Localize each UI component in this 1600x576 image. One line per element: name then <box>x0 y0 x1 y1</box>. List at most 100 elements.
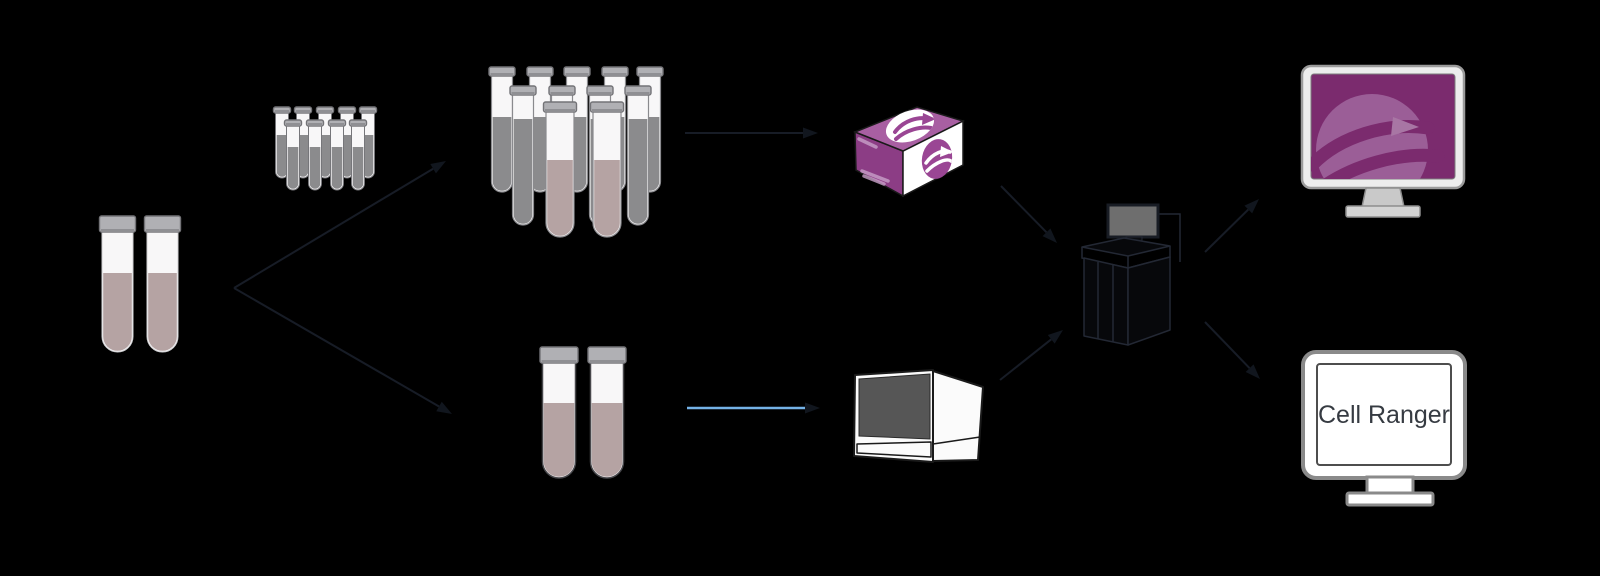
tube-liquid <box>547 160 573 236</box>
instrument-side <box>1127 256 1171 346</box>
tube <box>348 119 368 191</box>
tube-cap-lip <box>330 123 344 127</box>
tube <box>509 85 537 226</box>
monitor-screen <box>1316 363 1452 466</box>
arrow-head <box>1042 228 1057 243</box>
flow-arrows <box>233 127 1260 414</box>
arrow-line <box>233 287 440 408</box>
loupe-logo <box>1311 94 1445 179</box>
tube-cap-lip <box>541 360 577 364</box>
arrow-head <box>803 127 818 139</box>
monitor-base <box>1345 491 1435 507</box>
arrow-control-to-sequencer <box>687 402 820 414</box>
tube-cap-lip <box>318 110 332 114</box>
tube-liquid <box>309 147 321 189</box>
tube-liquid <box>148 273 177 351</box>
tube-cap-lip <box>588 92 612 96</box>
tube <box>143 215 182 353</box>
tube-liquid <box>628 119 648 224</box>
kit-label-stripe <box>862 174 886 186</box>
tube-liquid <box>276 135 288 177</box>
instrument-screen <box>1106 203 1160 239</box>
tube-cap-lip <box>592 109 622 113</box>
arrow-line <box>1204 208 1249 253</box>
kit-logo-swoosh-side <box>924 146 953 173</box>
cell-ranger-monitor-icon: Cell Ranger <box>1301 350 1467 507</box>
sequencer-side <box>932 370 984 462</box>
arrow-line <box>233 167 434 289</box>
tube-cap-lip <box>275 110 289 114</box>
tube-liquid <box>319 135 331 177</box>
tube-liquid <box>513 119 533 224</box>
kit-logo-swoosh-top <box>893 113 936 141</box>
arrow-split-top <box>233 161 446 289</box>
kit-label-stripe <box>860 169 890 183</box>
tube <box>589 101 625 238</box>
arrow-kit-to-instrument <box>1000 185 1057 243</box>
kit-label-stripe <box>857 137 878 149</box>
monitor-base <box>1345 205 1421 218</box>
instrument-front <box>1083 257 1129 346</box>
monitor-stand <box>1361 187 1405 208</box>
arrow-sequencer-to-instrument <box>999 330 1063 381</box>
tube <box>542 101 578 238</box>
sequencer-screen-panel <box>858 373 931 440</box>
instrument-arm <box>1158 213 1181 262</box>
arrow-head <box>1245 364 1260 379</box>
tube-cap-lip <box>361 110 375 114</box>
analysis-monitor-icon <box>1300 64 1466 218</box>
tube-liquid <box>297 135 309 177</box>
sample-tubes-icon <box>98 215 182 353</box>
arrow-instrument-to-cellranger <box>1204 321 1260 379</box>
tube <box>98 215 137 353</box>
tube-cap-lip <box>565 73 589 77</box>
tube-cap-lip <box>626 92 650 96</box>
tube-cap-lip <box>308 123 322 127</box>
tube-liquid <box>492 117 512 191</box>
tube-cap-lip <box>511 92 535 96</box>
tube-liquid <box>331 147 343 189</box>
tube <box>587 346 627 479</box>
tube <box>305 119 325 191</box>
tube-liquid <box>103 273 132 351</box>
arrow-head <box>436 401 452 414</box>
sequencer-icon <box>853 369 984 463</box>
tube <box>283 119 303 191</box>
tube-liquid <box>352 147 364 189</box>
tube-cap-lip <box>589 360 625 364</box>
tube <box>327 119 347 191</box>
instrument-top-plate <box>1081 237 1171 257</box>
pooled-tubes-icon <box>488 66 664 238</box>
arrow-head <box>1047 330 1063 344</box>
tube <box>488 66 516 193</box>
sequencer-side-seam <box>932 436 981 445</box>
arrow-line <box>999 338 1052 381</box>
tube-cap-lip <box>101 229 134 233</box>
tube-liquid <box>594 160 620 236</box>
arrow-head <box>805 402 820 414</box>
tube-cap-lip <box>351 123 365 127</box>
instrument-icon <box>1081 203 1181 346</box>
reagent-kit-icon <box>852 106 966 198</box>
sequencer-drawer <box>856 441 932 458</box>
arrow-pooled-to-kit <box>685 127 818 139</box>
arrow-line <box>1204 321 1251 369</box>
tube-cap-lip <box>340 110 354 114</box>
tube-liquid <box>341 135 353 177</box>
tube-liquid <box>591 403 623 477</box>
arrow-head <box>430 161 446 174</box>
tube-cap-lip <box>603 73 627 77</box>
tube <box>539 346 579 479</box>
arrow-split-bottom <box>233 287 452 414</box>
tube <box>624 85 652 226</box>
tube-liquid <box>530 117 550 191</box>
tube-cap-lip <box>146 229 179 233</box>
tube-cap-lip <box>550 92 574 96</box>
hashed-tubes-icon <box>272 106 378 191</box>
tube-cap-lip <box>638 73 662 77</box>
cell-ranger-label: Cell Ranger <box>1318 401 1450 429</box>
tube <box>272 106 292 179</box>
arrow-head <box>1244 199 1259 214</box>
